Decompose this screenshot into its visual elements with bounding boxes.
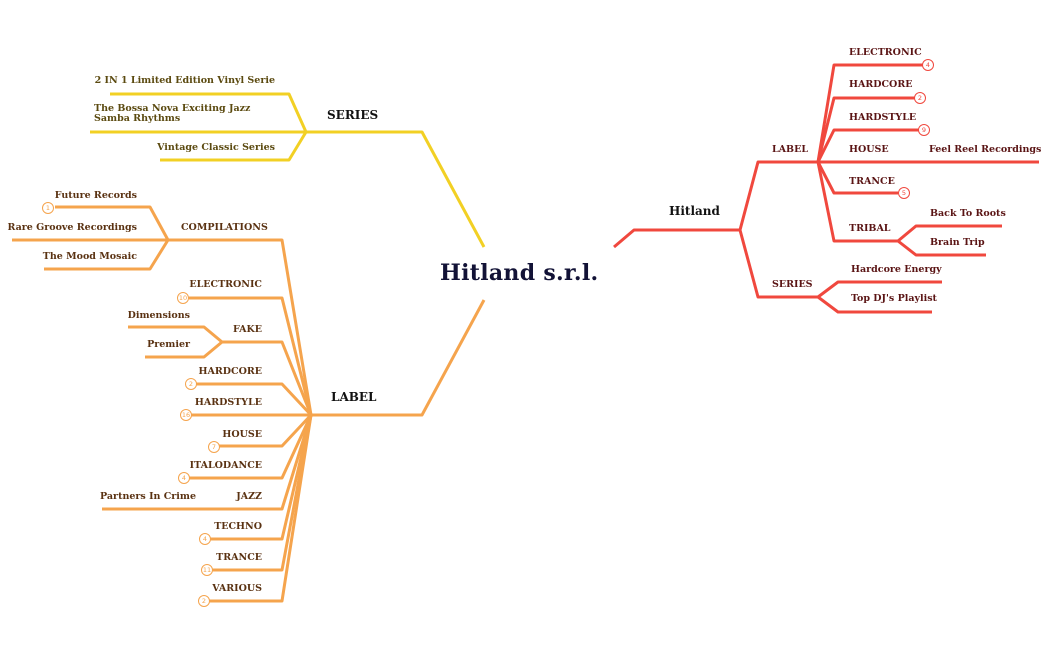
label-left-fake[interactable]: FAKE (232, 324, 262, 335)
series-left-item-vinyl[interactable]: 2 IN 1 Limited Edition Vinyl Serie (94, 75, 275, 86)
house-feel-reel-recordings[interactable]: Feel Reel Recordings (929, 144, 1042, 155)
tribal-brain-trip[interactable]: Brain Trip (930, 237, 985, 248)
series-left-connectors (90, 92, 486, 248)
count-badge: 2 (185, 378, 197, 390)
hitland-connectors (613, 63, 1039, 314)
compilation-future-records[interactable]: Future Records (54, 190, 137, 201)
count-badge: 4 (178, 472, 190, 484)
hitland-label-trance[interactable]: TRANCE (849, 176, 895, 187)
compilation-mood-mosaic[interactable]: The Mood Mosaic (42, 251, 137, 262)
label-left-connectors (12, 205, 486, 603)
count-badge: 11 (201, 564, 213, 576)
label-left-various[interactable]: VARIOUS (212, 583, 262, 594)
count-badge: 4 (199, 533, 211, 545)
count-badge: 4 (922, 59, 934, 71)
series-left-item-bossa-nova[interactable]: The Bossa Nova Exciting Jazz Samba Rhyth… (94, 103, 251, 125)
fake-dimensions[interactable]: Dimensions (127, 310, 190, 321)
tribal-back-to-roots[interactable]: Back To Roots (930, 208, 1006, 219)
count-badge: 10 (177, 292, 189, 304)
hitland-label-tribal[interactable]: TRIBAL (849, 223, 891, 234)
hitland-topic[interactable]: Hitland (669, 204, 720, 218)
label-left-hardcore[interactable]: HARDCORE (198, 366, 262, 377)
label-left-techno[interactable]: TECHNO (214, 521, 262, 532)
count-badge: 5 (898, 187, 910, 199)
hitland-series-topic[interactable]: SERIES (772, 279, 813, 290)
series-left-item-vintage[interactable]: Vintage Classic Series (157, 142, 275, 153)
series-top-djs-playlist[interactable]: Top DJ's Playlist (851, 293, 937, 304)
label-left-hardstyle[interactable]: HARDSTYLE (194, 397, 262, 408)
label-left-trance[interactable]: TRANCE (216, 552, 262, 563)
hitland-label-topic[interactable]: LABEL (772, 144, 809, 155)
series-left-topic[interactable]: SERIES (327, 108, 379, 122)
label-left-topic[interactable]: LABEL (331, 390, 377, 404)
fake-premier[interactable]: Premier (147, 339, 190, 350)
count-badge: 2 (914, 92, 926, 104)
count-badge: 7 (208, 441, 220, 453)
count-badge: 2 (198, 595, 210, 607)
label-left-house[interactable]: HOUSE (222, 429, 262, 440)
hitland-label-electronic[interactable]: ELECTRONIC (849, 47, 922, 58)
hitland-label-hardstyle[interactable]: HARDSTYLE (849, 112, 917, 123)
count-badge: 16 (180, 409, 192, 421)
compilations-topic[interactable]: COMPILATIONS (181, 222, 268, 233)
label-left-jazz[interactable]: JAZZ (236, 491, 262, 502)
label-left-electronic[interactable]: ELECTRONIC (189, 279, 262, 290)
jazz-partners-in-crime[interactable]: Partners In Crime (100, 491, 196, 502)
count-badge: 9 (918, 124, 930, 136)
root-topic[interactable]: Hitland s.r.l. (440, 260, 599, 286)
series-hardcore-energy[interactable]: Hardcore Energy (851, 264, 942, 275)
compilation-rare-groove[interactable]: Rare Groove Recordings (7, 222, 137, 233)
hitland-label-house[interactable]: HOUSE (849, 144, 889, 155)
hitland-label-hardcore[interactable]: HARDCORE (849, 79, 913, 90)
label-left-italodance[interactable]: ITALODANCE (189, 460, 262, 471)
count-badge: 1 (42, 202, 54, 214)
